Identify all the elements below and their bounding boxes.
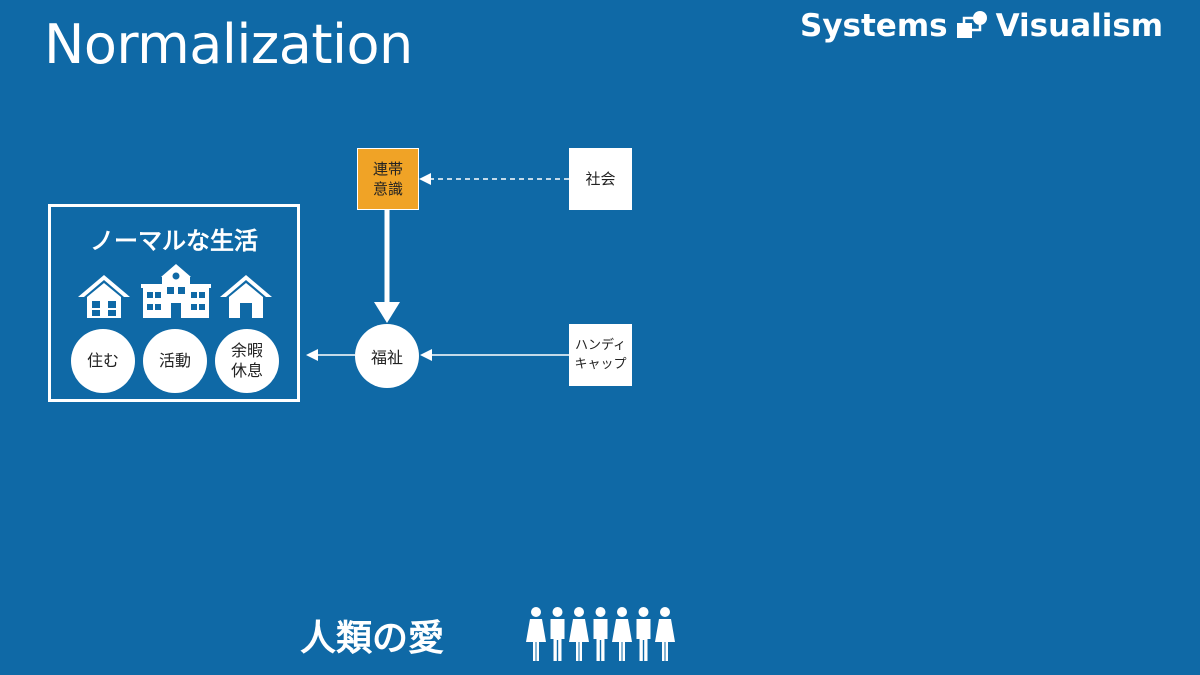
person-icon xyxy=(526,607,546,661)
activity-leisure-label-line1: 余暇 xyxy=(230,341,263,360)
welfare-node: 福祉 xyxy=(355,324,419,388)
society-label: 社会 xyxy=(585,170,616,188)
solidarity-label-line2: 意識 xyxy=(372,180,403,198)
love-of-humanity-text: 人類の愛 xyxy=(300,618,445,659)
brand-logo: Systems Visualism xyxy=(800,6,1163,46)
activity-work-label: 活動 xyxy=(158,351,191,370)
school-icon xyxy=(141,264,211,318)
activity-work: 活動 xyxy=(143,329,207,393)
person-icon xyxy=(593,607,608,661)
slide-title: Normalization xyxy=(44,13,413,76)
handicap-node: ハンディ キャップ xyxy=(569,324,632,386)
activity-living: 住む xyxy=(71,329,135,393)
person-icon xyxy=(550,607,565,661)
brand-text-right: Visualism xyxy=(995,8,1164,44)
handicap-label-line1: ハンディ xyxy=(574,338,627,353)
activity-leisure: 余暇 休息 xyxy=(215,329,279,393)
people-group-icon xyxy=(526,607,675,661)
solidarity-label-line1: 連帯 xyxy=(372,160,403,178)
handicap-label-line2: キャップ xyxy=(574,357,627,372)
person-icon xyxy=(655,607,675,661)
brand-text-left: Systems xyxy=(800,8,948,44)
house-icon xyxy=(220,275,272,318)
systems-visualism-logo-icon xyxy=(956,11,987,38)
person-icon xyxy=(612,607,632,661)
welfare-label: 福祉 xyxy=(370,348,403,367)
solidarity-node: 連帯 意識 xyxy=(357,148,419,210)
society-node: 社会 xyxy=(569,148,632,210)
normal-life-box: ノーマルな生活 xyxy=(48,204,300,402)
person-icon xyxy=(569,607,589,661)
activity-living-label: 住む xyxy=(86,351,119,370)
activity-leisure-label-line2: 休息 xyxy=(230,361,263,380)
person-icon xyxy=(636,607,651,661)
normal-life-title: ノーマルな生活 xyxy=(90,227,258,255)
house-icon xyxy=(78,275,130,318)
